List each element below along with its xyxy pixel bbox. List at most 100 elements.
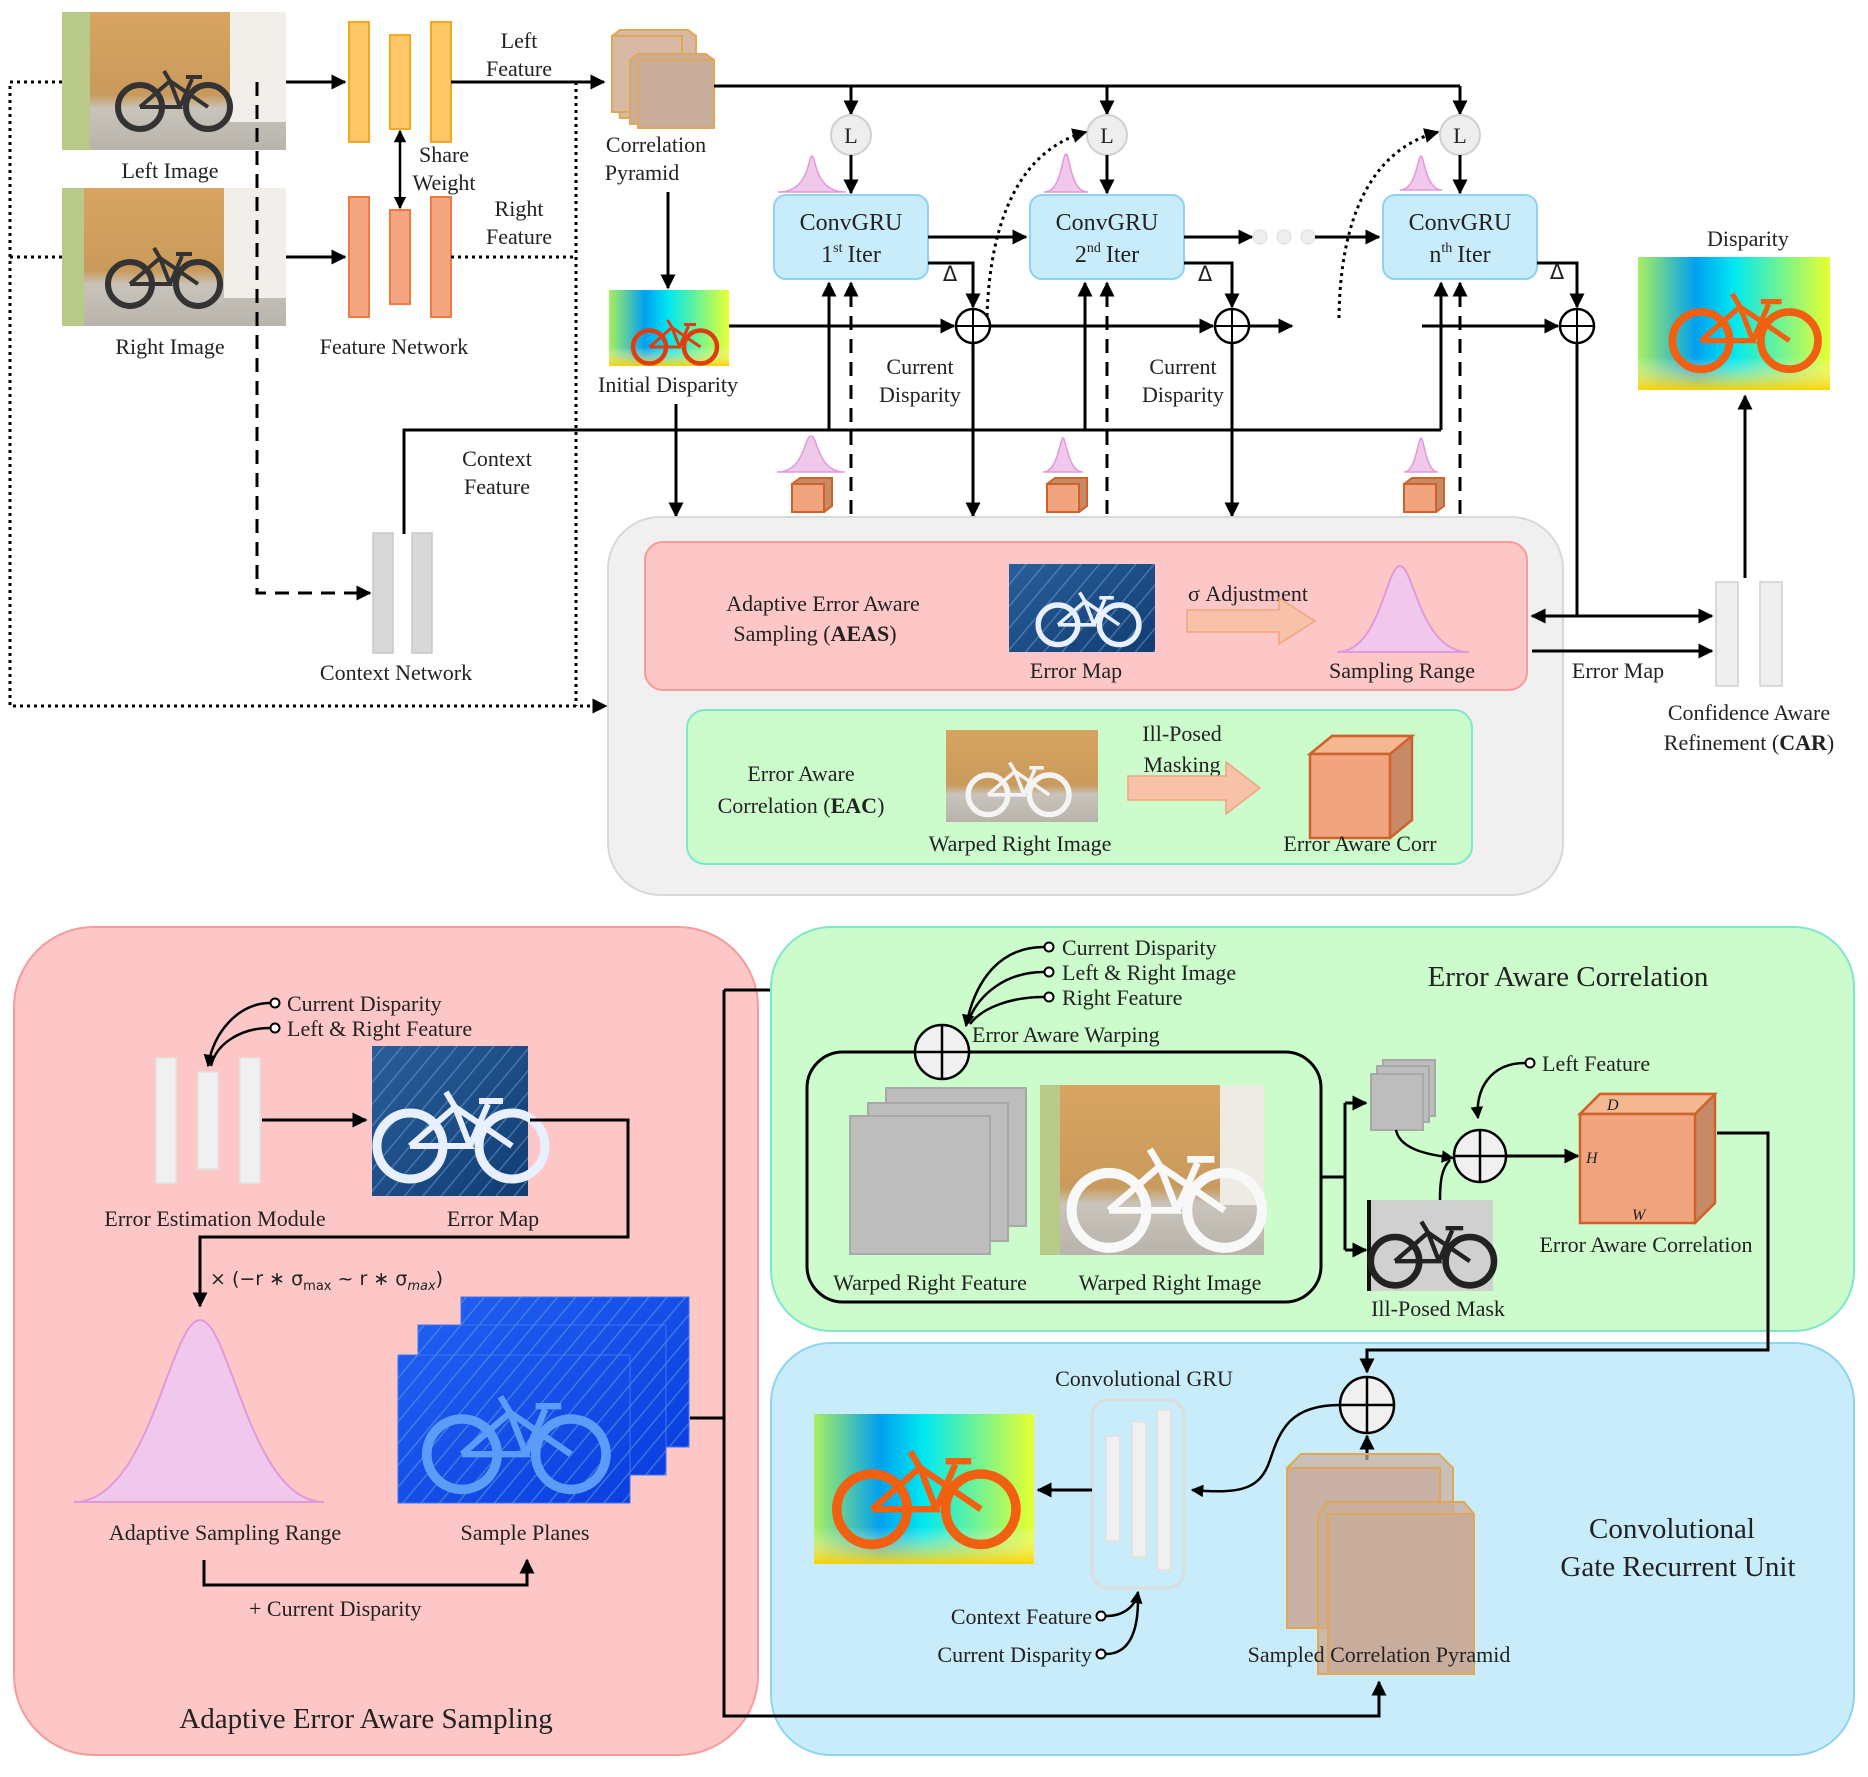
eac-warped-right-image: [946, 730, 1098, 822]
eac-detail-warped-right-image-label: Warped Right Image: [1079, 1270, 1262, 1295]
current-disparity-label-1a: Current: [886, 354, 953, 379]
svg-text:ConvGRU: ConvGRU: [1056, 210, 1159, 236]
gaussian-icon-4: [776, 435, 846, 473]
sampled-correlation-pyramid: [1286, 1453, 1475, 1675]
share-weight-label-2: Weight: [413, 170, 476, 195]
gru-sum-node: [1338, 1375, 1396, 1435]
context-network-label: Context Network: [320, 660, 472, 685]
eac-input-lr-image: Left & Right Image: [1062, 960, 1236, 985]
warped-right-feature-label: Warped Right Feature: [833, 1270, 1027, 1295]
dim-d-label: D: [1606, 1097, 1619, 1114]
ill-posed-masking-arrow: [1127, 760, 1262, 816]
right-feature-label-1: Right: [495, 196, 544, 221]
feature-network-label: Feature Network: [320, 334, 468, 359]
gaussian-icon-6: [1403, 437, 1439, 473]
car-label-2: Refinement (CAR): [1664, 730, 1834, 755]
gru-input-context-feature: Context Feature: [951, 1604, 1092, 1629]
lookup-node-n: L: [1439, 114, 1481, 156]
corr-cube-icon-1: [790, 477, 833, 514]
left-feature-label-1: Left: [501, 28, 538, 53]
error-aware-corr-label: Error Aware Corr: [1283, 831, 1437, 856]
ill-posed-mask-image: [1367, 1200, 1494, 1291]
eac-input-current-disparity: Current Disparity: [1062, 935, 1217, 960]
corr-cube-icon-2: [1045, 477, 1088, 514]
gaussian-icon-1: [777, 155, 847, 193]
final-disparity-image: [1638, 257, 1830, 390]
car-label-1: Confidence Aware: [1668, 700, 1830, 725]
sigma-adjustment-label: σ Adjustment: [1188, 581, 1308, 606]
gru-output-disparity-image: [814, 1414, 1034, 1564]
eac-title-1: Error Aware: [747, 761, 854, 786]
gru-detail-title-2: Gate Recurrent Unit: [1560, 1551, 1795, 1583]
left-feature-label-2: Feature: [486, 56, 552, 81]
correlation-pyramid-label-2: Pyramid: [605, 160, 680, 185]
right-image-label: Right Image: [115, 334, 224, 359]
svg-text:L: L: [844, 123, 857, 148]
sample-planes-images: [397, 1296, 690, 1504]
gru-detail-title-1: Convolutional: [1589, 1513, 1755, 1545]
svg-text:ConvGRU: ConvGRU: [1409, 210, 1512, 236]
gaussian-icon-5: [1042, 437, 1084, 473]
disparity-label: Disparity: [1707, 226, 1789, 251]
gru-input-current-disparity: Current Disparity: [937, 1642, 1092, 1667]
eac-title-2: Correlation (EAC): [718, 793, 885, 818]
aeas-sampling-range-gaussian: [1336, 564, 1470, 653]
plus-current-disparity-label: + Current Disparity: [249, 1596, 422, 1621]
current-disparity-label-1b: Disparity: [879, 382, 961, 407]
current-disparity-label-2a: Current: [1149, 354, 1216, 379]
dim-h-label: H: [1585, 1150, 1599, 1167]
context-network: [372, 532, 433, 654]
eac-detail-corr-label: Error Aware Correlation: [1539, 1232, 1752, 1257]
aeas-detail-panel: Current Disparity Left & Right Feature E…: [13, 926, 759, 1756]
aeas-input-lr-feature: Left & Right Feature: [287, 1016, 472, 1041]
ill-posed-masking-label-2: Masking: [1144, 752, 1221, 777]
gaussian-icon-3: [1399, 155, 1443, 191]
ellipsis-dots: [1252, 229, 1316, 245]
share-weight-label-1: Share: [419, 142, 469, 167]
convolutional-gru-label: Convolutional GRU: [1055, 1366, 1233, 1391]
lookup-node-1: L: [830, 114, 872, 156]
left-image-label: Left Image: [121, 158, 218, 183]
eac-module: Error Aware Correlation (EAC) Warped Rig…: [686, 709, 1473, 865]
svg-text:L: L: [1100, 123, 1113, 148]
feature-network-right: [348, 196, 452, 318]
feature-network-left: [348, 21, 452, 143]
eac-detail-panel: Error Aware Correlation Current Disparit…: [770, 926, 1855, 1332]
top-overview: Left Image Right Image Share Weight Feat…: [8, 12, 1834, 896]
eac-warped-right-image-label: Warped Right Image: [929, 831, 1112, 856]
eac-corr-cube: [1306, 734, 1416, 840]
delta-label-n: Δ: [1550, 260, 1565, 284]
ill-posed-masking-label-1: Ill-Posed: [1142, 721, 1221, 746]
eac-left-feature-label: Left Feature: [1542, 1051, 1650, 1076]
error-estimation-module-label: Error Estimation Module: [104, 1206, 325, 1231]
sampling-range-label: Sampling Range: [1329, 658, 1475, 683]
delta-label-1: Δ: [943, 262, 958, 286]
error-estimation-module: [155, 1057, 261, 1184]
warped-right-feature-stack: [849, 1087, 1027, 1255]
svg-text:L: L: [1453, 123, 1466, 148]
eac-detail-title: Error Aware Correlation: [1428, 961, 1709, 993]
aeas-detail-title: Adaptive Error Aware Sampling: [179, 1703, 552, 1735]
right-feature-label-2: Feature: [486, 224, 552, 249]
eac-input-right-feature: Right Feature: [1062, 985, 1182, 1010]
gaussian-icon-2: [1043, 153, 1089, 193]
gru-detail-panel: Convolutional GRU Context Feature Curren…: [770, 1342, 1855, 1756]
adaptive-sampling-range-gaussian: [73, 1318, 325, 1503]
current-disparity-label-2b: Disparity: [1142, 382, 1224, 407]
aeas-error-map-label: Error Map: [1030, 658, 1122, 683]
sampled-correlation-pyramid-label: Sampled Correlation Pyramid: [1248, 1642, 1511, 1667]
initial-disparity-label: Initial Disparity: [598, 372, 738, 397]
svg-text:ConvGRU: ConvGRU: [800, 210, 903, 236]
aeas-detail-error-map-label: Error Map: [447, 1206, 539, 1231]
ill-posed-mask-label: Ill-Posed Mask: [1371, 1296, 1505, 1321]
context-feature-label-1: Context: [462, 446, 532, 471]
sum-node-2: [1213, 307, 1251, 345]
correlation-pyramid-icon: [610, 29, 715, 129]
